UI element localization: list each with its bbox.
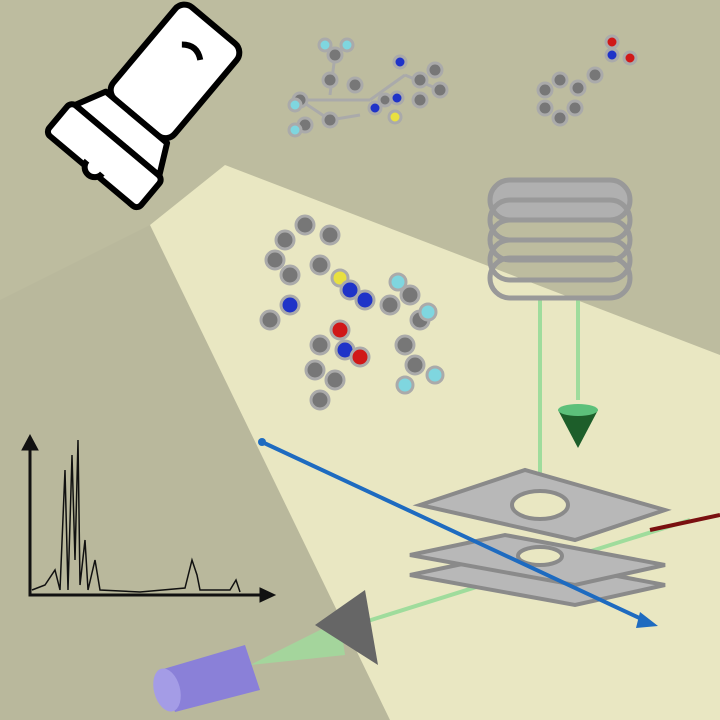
molecule-top-left [287, 37, 449, 138]
detector-cone-icon [558, 404, 598, 448]
laser-beam [649, 513, 720, 532]
flashlight-icon [44, 1, 243, 211]
molecule-complex [259, 214, 445, 411]
arrow-origin [258, 438, 266, 446]
spray-plume [250, 620, 345, 665]
ion-optics-plates [409, 467, 672, 608]
blue-arrow [261, 440, 649, 624]
mass-spectrum [21, 433, 277, 603]
arrowhead-icon [636, 612, 658, 628]
inlet-cone [315, 590, 378, 665]
ion-trap-coil [487, 177, 633, 301]
molecule-top-right [536, 34, 638, 127]
ion-source-cylinder [153, 645, 260, 712]
